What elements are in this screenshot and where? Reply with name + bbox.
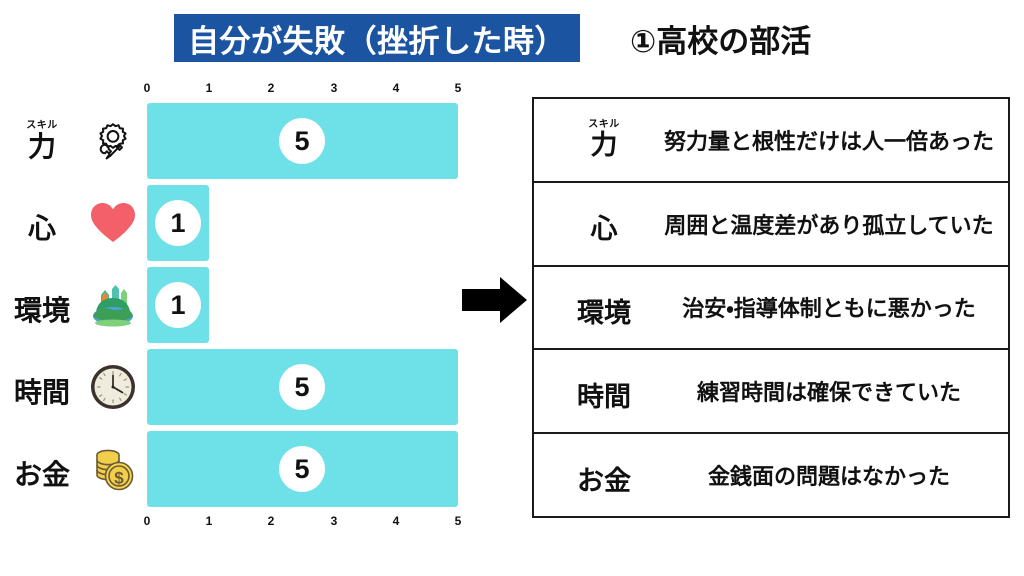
bar-row-jikan: 時間 bbox=[0, 346, 470, 428]
bar-value-okane: 5 bbox=[279, 446, 325, 492]
clock-icon bbox=[84, 346, 142, 428]
axis-tick-top-3: 3 bbox=[330, 81, 338, 95]
detail-key-text-jikan: 時間 bbox=[577, 381, 631, 412]
axis-tick-top-2: 2 bbox=[267, 81, 275, 95]
coins-icon: $ bbox=[84, 428, 142, 510]
bar-row-label-kankyou: 環境 bbox=[6, 264, 78, 346]
bar-value-jikan: 5 bbox=[279, 364, 325, 410]
heart-icon bbox=[84, 182, 142, 264]
detail-key-okane: お金 bbox=[552, 456, 656, 495]
detail-text-chikara: 努力量と根性だけは人一倍あった bbox=[663, 128, 994, 154]
detail-key-jikan: 時間 bbox=[552, 372, 656, 411]
table-row: 時間 練習時間は確保できていた bbox=[534, 350, 1008, 435]
axis-tick-top-0: 0 bbox=[143, 81, 151, 95]
bar-value-kokoro: 1 bbox=[155, 200, 201, 246]
bar-row-label-text-kokoro: 心 bbox=[27, 213, 56, 244]
bar-track-okane: 5 bbox=[147, 431, 458, 507]
axis-tick-top-5: 5 bbox=[454, 81, 462, 95]
bar-track-chikara: 5 bbox=[147, 103, 458, 179]
table-row: スキル 力 努力量と根性だけは人一倍あった bbox=[534, 99, 1008, 183]
detail-text-kokoro: 周囲と温度差があり孤立していた bbox=[664, 212, 994, 238]
bar-row-kokoro: 心 1 bbox=[0, 182, 470, 264]
bar-row-okane: お金 $ 5 bbox=[0, 428, 470, 510]
bar-row-ruby-chikara: スキル bbox=[26, 120, 58, 131]
bar-track-kokoro: 1 bbox=[147, 185, 458, 261]
page-title-suffix: ①高校の部活 bbox=[630, 23, 812, 59]
svg-text:$: $ bbox=[114, 469, 124, 488]
page-title-banner: 自分が失敗（挫折した時） bbox=[174, 14, 580, 62]
table-row: 環境 治安・指導体制ともに悪かった bbox=[534, 267, 1008, 351]
axis-tick-bottom-2: 2 bbox=[267, 514, 275, 528]
table-row: お金 金銭面の問題はなかった bbox=[534, 434, 1008, 516]
bar-value-kankyou: 1 bbox=[155, 282, 201, 328]
detail-key-text-kokoro: 心 bbox=[590, 214, 618, 245]
table-row: 心 周囲と温度差があり孤立していた bbox=[534, 183, 1008, 267]
detail-text-okane: 金銭面の問題はなかった bbox=[707, 464, 950, 490]
landscape-icon bbox=[84, 264, 142, 346]
bar-row-label-text-kankyou: 環境 bbox=[13, 295, 70, 326]
right-arrow-icon bbox=[462, 275, 528, 325]
chart-bars: スキル 力 5 bbox=[0, 100, 470, 510]
detail-key-kankyou: 環境 bbox=[552, 288, 656, 327]
axis-tick-bottom-5: 5 bbox=[454, 514, 462, 528]
bar-row-label-text-okane: お金 bbox=[13, 459, 70, 490]
bar-row-label-text-jikan: 時間 bbox=[13, 377, 70, 408]
bar-value-chikara: 5 bbox=[279, 118, 325, 164]
chart-axis-bottom: 0 1 2 3 4 5 bbox=[144, 513, 462, 529]
bar-row-label-kokoro: 心 bbox=[6, 182, 78, 264]
detail-key-text-okane: お金 bbox=[577, 465, 631, 496]
detail-key-text-chikara: 力 bbox=[590, 130, 618, 161]
page-header: 自分が失敗（挫折した時） ①高校の部活 bbox=[0, 14, 1024, 68]
bar-row-chikara: スキル 力 5 bbox=[0, 100, 470, 182]
axis-tick-bottom-3: 3 bbox=[330, 514, 338, 528]
bar-row-label-chikara: スキル 力 bbox=[6, 100, 78, 182]
detail-key-ruby-chikara: スキル bbox=[588, 119, 620, 131]
chart-axis-top: 0 1 2 3 4 5 bbox=[144, 80, 462, 96]
bar-row-label-text-chikara: 力 bbox=[27, 131, 56, 162]
detail-key-text-kankyou: 環境 bbox=[577, 297, 631, 328]
bar-track-jikan: 5 bbox=[147, 349, 458, 425]
axis-tick-bottom-1: 1 bbox=[205, 514, 213, 528]
detail-key-kokoro: 心 bbox=[552, 204, 656, 243]
detail-table: スキル 力 努力量と根性だけは人一倍あった 心 周囲と温度差があり孤立していた … bbox=[532, 97, 1010, 518]
axis-tick-bottom-0: 0 bbox=[143, 514, 151, 528]
detail-text-kankyou: 治安・指導体制ともに悪かった bbox=[682, 296, 976, 322]
bar-row-label-okane: お金 bbox=[6, 428, 78, 510]
axis-tick-bottom-4: 4 bbox=[392, 514, 400, 528]
bar-track-kankyou: 1 bbox=[147, 267, 458, 343]
detail-key-chikara: スキル 力 bbox=[552, 120, 656, 159]
bar-row-label-jikan: 時間 bbox=[6, 346, 78, 428]
gear-wrench-icon bbox=[84, 100, 142, 182]
bar-row-kankyou: 環境 1 bbox=[0, 264, 470, 346]
axis-tick-top-4: 4 bbox=[392, 81, 400, 95]
bar-chart-panel: 0 1 2 3 4 5 スキル 力 bbox=[0, 78, 470, 533]
detail-text-jikan: 練習時間は確保できていた bbox=[696, 380, 961, 406]
axis-tick-top-1: 1 bbox=[205, 81, 213, 95]
